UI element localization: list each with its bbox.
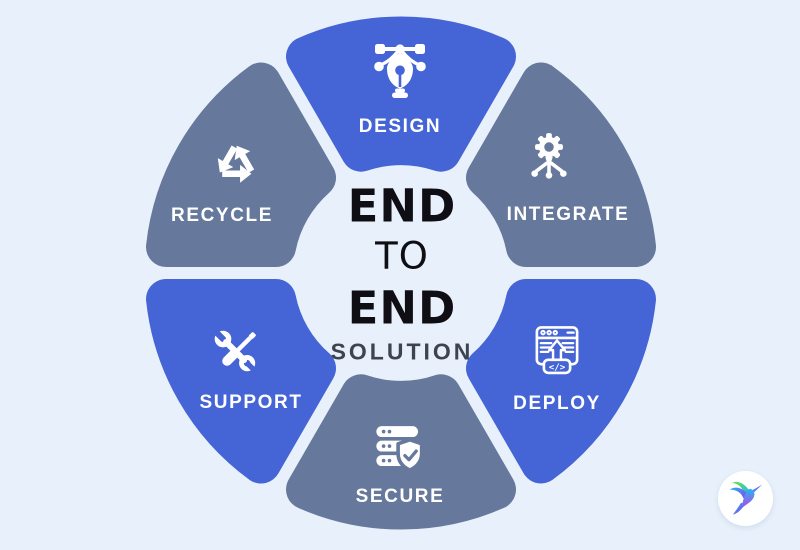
wrench-screwdriver-icon: [208, 324, 264, 380]
gear-network-icon: [522, 131, 576, 185]
center-title-end-1: END: [347, 179, 457, 233]
pen-tool-icon: [368, 37, 432, 101]
center-title-to: TO: [375, 234, 429, 278]
center-subtitle-solution: SOLUTION: [330, 338, 474, 365]
hummingbird-logo: [718, 471, 773, 526]
segment-support-shape: [146, 279, 336, 484]
segment-label-support: SUPPORT: [199, 392, 303, 413]
segment-deploy-shape: [466, 279, 656, 484]
segment-label-recycle: RECYCLE: [171, 205, 273, 226]
segment-recycle-shape: [146, 62, 336, 267]
segment-label-deploy: DEPLOY: [513, 393, 601, 414]
segment-label-design: DESIGN: [358, 116, 442, 137]
center-title-end-2: END: [347, 281, 457, 335]
recycle-arrows-icon: [210, 138, 262, 190]
browser-upload-code-icon: </>: [529, 323, 585, 379]
server-shield-check-icon: [370, 418, 428, 476]
segment-integrate-shape: [466, 62, 656, 267]
code-tag-text: </>: [549, 362, 566, 373]
segment-label-secure: SECURE: [355, 486, 445, 507]
segment-label-integrate: INTEGRATE: [506, 204, 630, 225]
